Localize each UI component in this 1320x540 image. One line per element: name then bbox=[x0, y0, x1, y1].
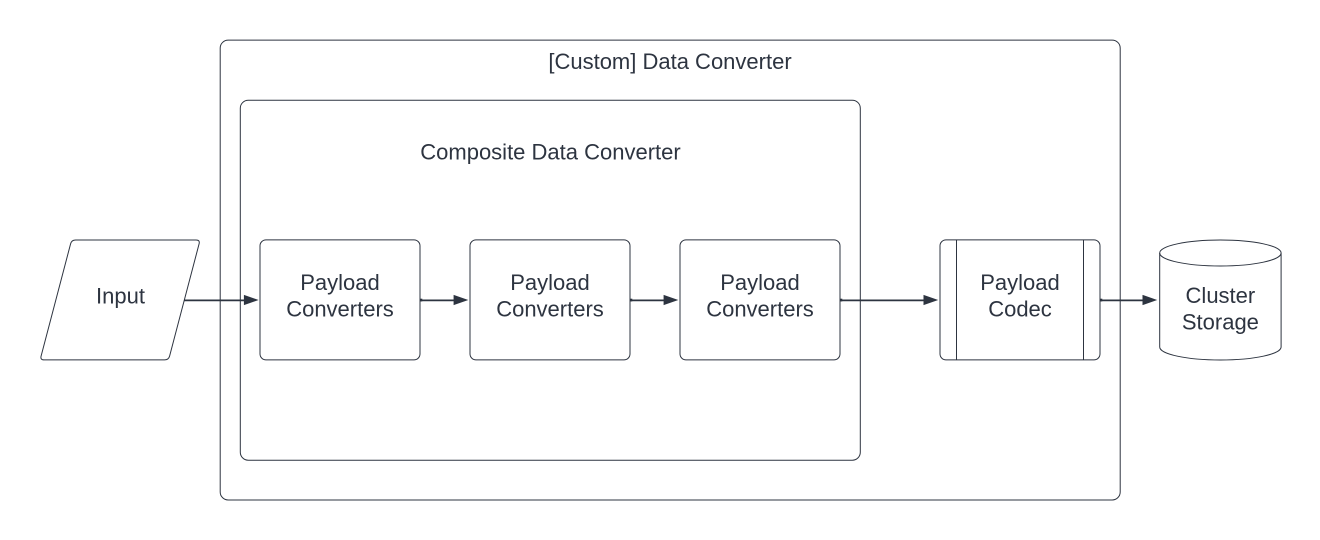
svg-text:Composite Data Converter: Composite Data Converter bbox=[420, 140, 680, 165]
svg-text:[Custom] Data Converter: [Custom] Data Converter bbox=[548, 49, 791, 74]
svg-text:Input: Input bbox=[96, 284, 145, 309]
